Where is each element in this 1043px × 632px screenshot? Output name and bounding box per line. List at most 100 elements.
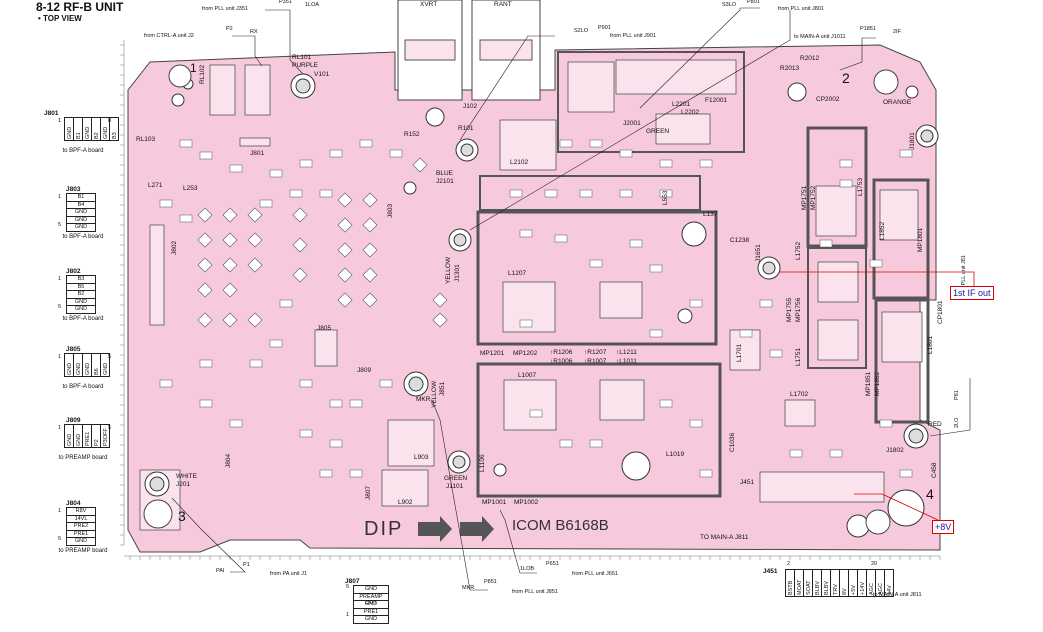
conn-p651: P651 [546,561,559,567]
pin-label: 8V [842,588,848,595]
lbl-j2001: J2001 [623,120,641,127]
sig-mkr: MKR [462,585,475,591]
smd-part [329,399,343,408]
connector-pin: GND [66,209,96,217]
lbl-mp1201: MP1201 [480,350,505,357]
lbl-r1007: ↑R1007 [584,358,607,365]
ref-to-main-a-j1011: to MAIN-A unit J1011 [794,34,846,40]
pin-number: 1 [58,354,62,360]
smd-part [579,189,593,198]
smd-part [869,259,883,268]
smd-part [247,257,263,273]
smd-part [649,329,663,338]
connector-pin: BLBV [813,569,822,597]
pin-number: 5 [108,425,112,431]
pin-number: 1 [346,612,350,618]
connector-pin: B6 [92,353,101,377]
smd-part [899,469,913,478]
lbl-mp1801: MP1801 [917,227,924,252]
jack-rant-label: RANT [494,1,512,8]
smd-part [899,149,913,158]
j451-target: to MAIN-A unit J811 [873,592,922,598]
lbl-r2012: R2012 [800,55,820,62]
lbl-mp1755: MP1755 [786,297,793,322]
smd-part [329,149,343,158]
lbl-cp1801: CP1801 [937,300,944,325]
connector-pin: GND [101,117,110,141]
ref-from-pll-j651: from PLL unit J651 [572,571,618,577]
smd-part [699,469,713,478]
sig-1loa: 1LOA [305,2,320,8]
connector-pin: GND [353,616,389,624]
lbl-j1101: J1101 [446,483,464,490]
lbl-rl103: RL103 [136,136,156,143]
pin-label: GND [67,362,73,375]
smd-part [544,189,558,198]
lbl-r2013: R2013 [780,65,800,72]
sig-2if: 2IF [893,29,901,35]
lbl-l1211: ↑L1211 [616,349,637,356]
ref-from-pll-j901: from PLL unit J901 [610,33,656,39]
connector-pin: 14VL [66,515,96,523]
connector-pin: GND [353,585,389,594]
pin-label: B3 [112,132,118,139]
connector-title: J802 [66,268,81,275]
pin-number: 1 [58,276,62,282]
pin-number: 5 [58,222,62,228]
sig-1lob: 1LOB [520,566,535,572]
smd-part [197,232,213,248]
connector-target: to BPF-A board [62,233,104,240]
smd-part [299,159,313,168]
pin-label: BLBV [815,580,821,595]
smd-part [337,242,353,258]
to-main-label: TO MAIN-A J811 [700,534,749,541]
smd-part [329,439,343,448]
lbl-l1207: L1207 [508,270,527,277]
pin-label: GND [67,433,73,446]
pin-number: 5 [346,584,350,590]
smd-part [389,149,403,158]
smd-part [222,232,238,248]
connector-pin: AGC [867,569,876,597]
lbl-j851: J851 [439,381,446,396]
lbl-l1007: L1007 [518,372,537,379]
lbl-green1: GREEN [646,128,670,135]
lbl-mkr: MKR [416,396,431,403]
connector-pin: +5V [849,569,858,597]
connector-pin: GND [83,117,92,141]
smd-part [222,257,238,273]
lbl-j803: J803 [387,203,394,218]
pin-label: GND [67,126,73,139]
connector-pin: MOAT [795,569,804,597]
lbl-l2202: L2202 [681,109,700,116]
pin-label: MOAT [797,579,803,595]
lbl-j1301: J1301 [454,264,461,282]
lbl-j805: J805 [317,325,332,332]
lbl-white: WHITE [176,473,197,480]
lbl-j1802: J1802 [886,447,904,454]
pin-number: 1 [58,194,62,200]
lbl-blue: BLUE [436,170,453,177]
connector-pin: PREAMP OUT [353,593,389,606]
smd-part [337,217,353,233]
lbl-j809: J809 [357,367,372,374]
connector-pin: GND [66,216,96,224]
smd-part [199,359,213,368]
smd-part [559,439,573,448]
pin-label: P2 [94,439,100,446]
sig-pai: PAI [216,568,225,574]
connector-pin: R8V [66,507,96,516]
smd-part [349,399,363,408]
smd-part [247,312,263,328]
connector-pin: B1 [66,193,96,202]
pin-number: 1 [58,425,62,431]
smd-part [292,237,308,253]
lbl-c1238: C1238 [730,237,750,244]
pin-number: 1 [58,118,62,124]
connector-target: to BPF-A board [62,148,104,154]
connector-pin: B4 [66,201,96,209]
smd-part [554,234,568,243]
smd-part [362,267,378,283]
connector-pin: GND [66,224,96,232]
